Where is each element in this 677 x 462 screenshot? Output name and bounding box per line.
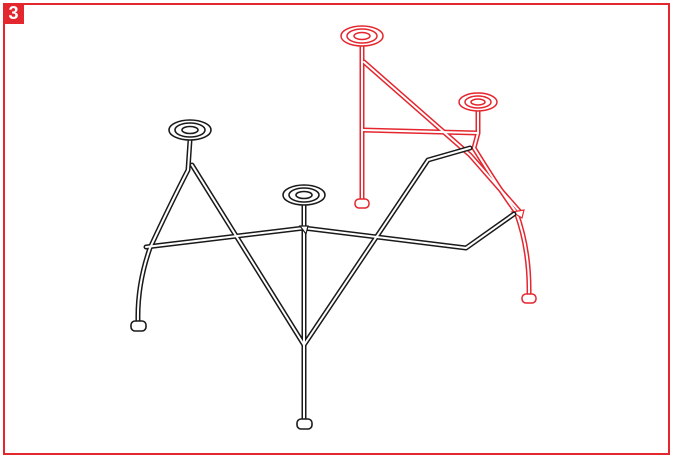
figure-frame [3,3,670,455]
step-number-badge: 3 [3,3,24,24]
top-disc-red-right [458,92,498,112]
foot-red-left [354,198,370,209]
highlighted-frame-part [340,25,537,304]
foot-left [130,320,147,332]
foot-red-right [521,293,537,304]
top-disc-center [282,184,326,206]
top-disc-left [168,119,212,141]
top-disc-red-left [340,25,384,47]
foot-center [296,418,313,430]
main-frame-part [130,119,517,430]
